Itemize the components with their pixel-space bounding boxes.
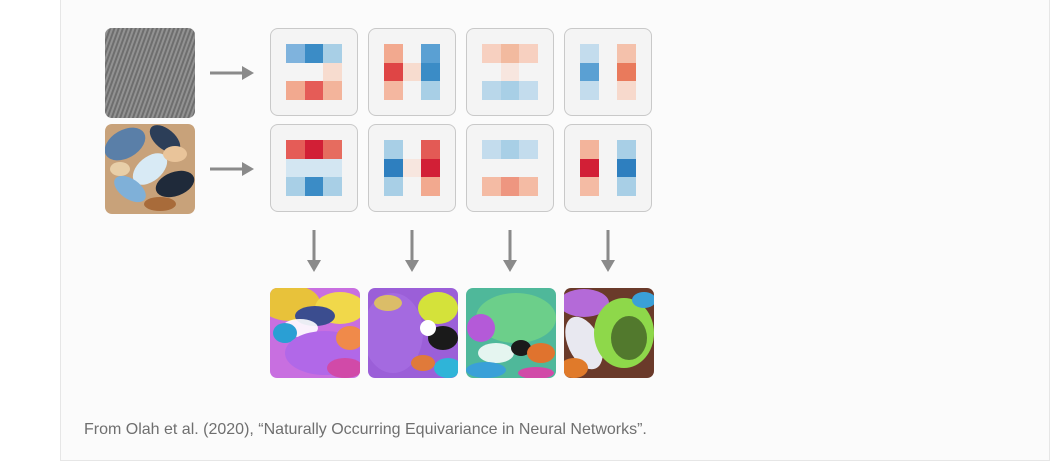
weight-box-r2-c2: [368, 124, 456, 212]
weight-box-r2-c1: [270, 124, 358, 212]
weight-box-r2-c4: [564, 124, 652, 212]
output-feature-visualization-1: [270, 288, 360, 378]
input-feature-color-blob-thumbnail: [105, 124, 195, 214]
down-arrow-icon: [601, 230, 615, 272]
weight-box-r1-c2: [368, 28, 456, 116]
output-feature-visualization-4: [564, 288, 654, 378]
input-feature-texture-thumbnail: [105, 28, 195, 118]
output-feature-visualization-2: [368, 288, 458, 378]
right-arrow-icon: [210, 66, 254, 80]
down-arrow-icon: [307, 230, 321, 272]
output-feature-visualization-3: [466, 288, 556, 378]
weight-box-r2-c3: [466, 124, 554, 212]
down-arrow-icon: [405, 230, 419, 272]
weight-box-r1-c1: [270, 28, 358, 116]
weight-box-r1-c3: [466, 28, 554, 116]
down-arrow-icon: [503, 230, 517, 272]
weight-box-r1-c4: [564, 28, 652, 116]
figure-panel: [60, 0, 1050, 461]
right-arrow-icon: [210, 162, 254, 176]
figure-caption: From Olah et al. (2020), “Naturally Occu…: [84, 421, 647, 438]
